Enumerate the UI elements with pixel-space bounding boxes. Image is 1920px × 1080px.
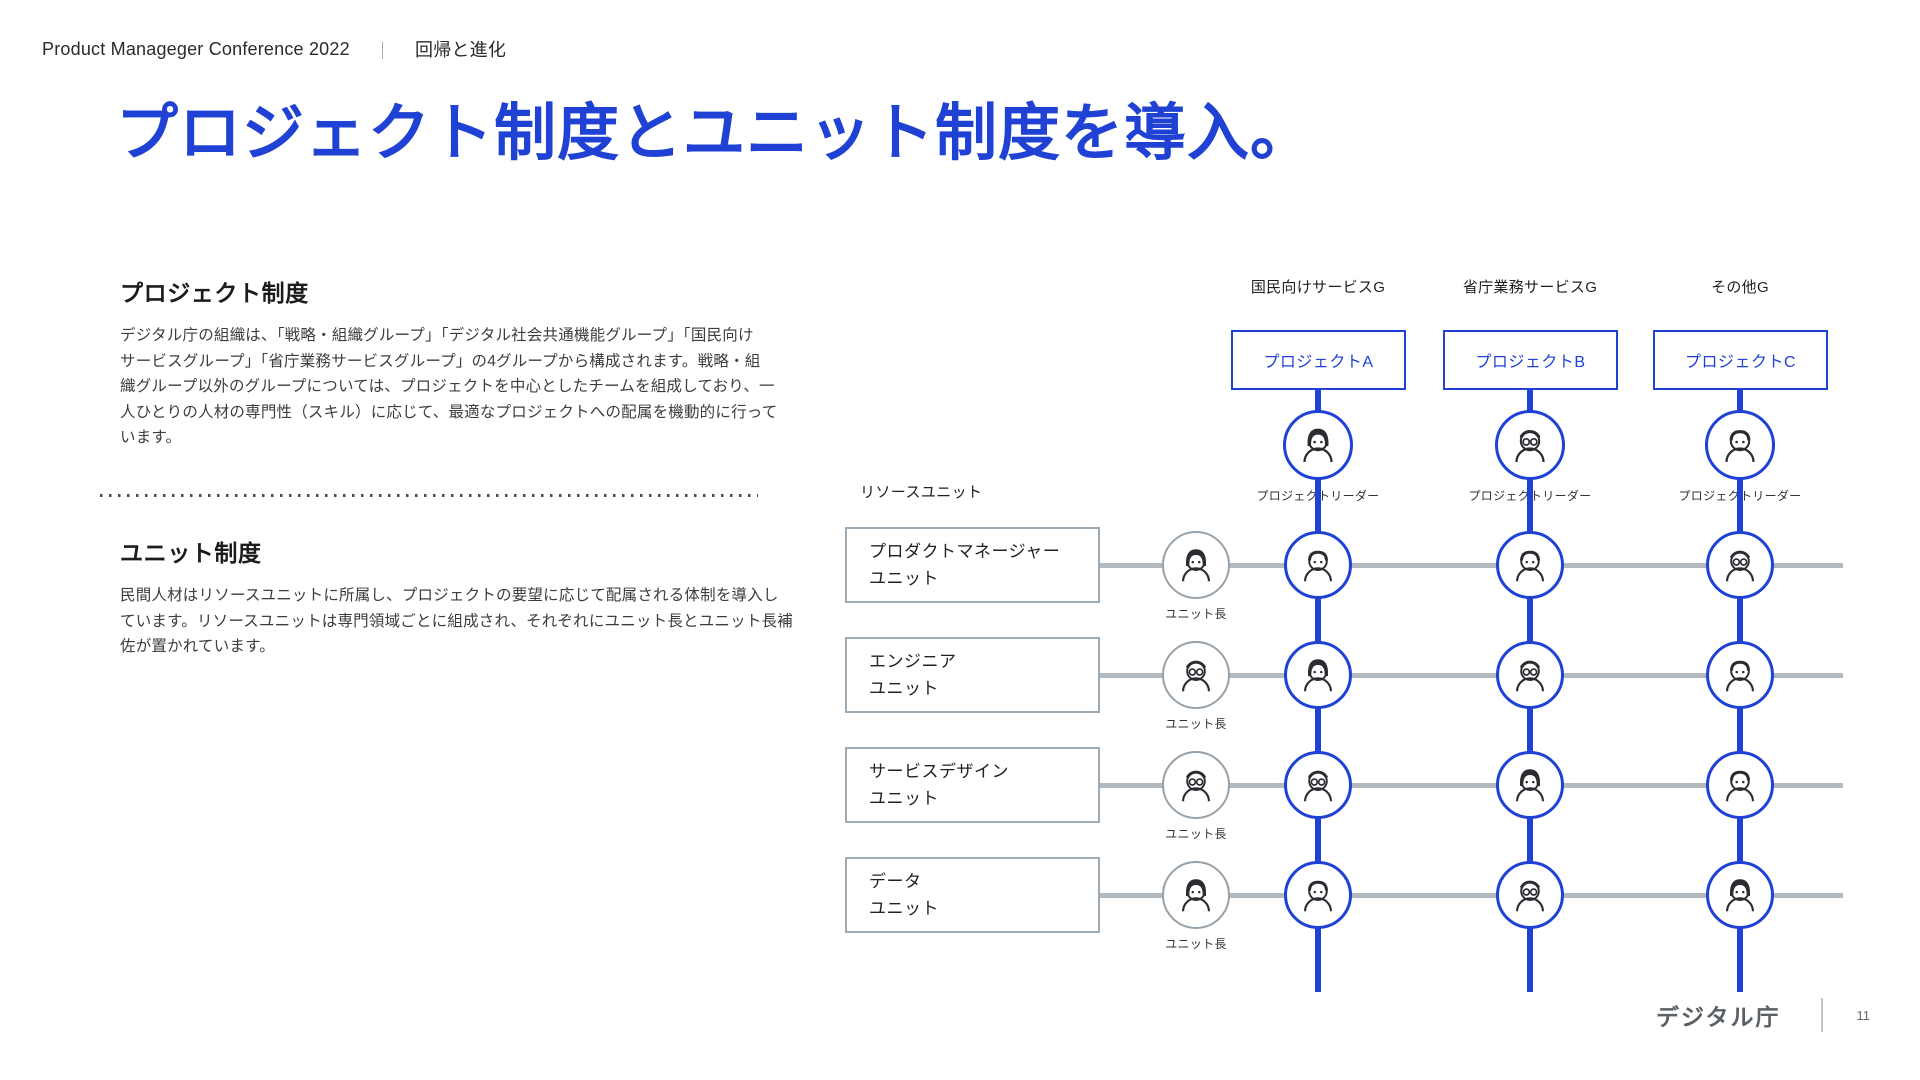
unit-name-line: ユニット (869, 569, 939, 588)
resource-unit-label: リソースユニット (860, 484, 983, 501)
leader-circle (1705, 410, 1775, 480)
page-number: 11 (1856, 1007, 1871, 1023)
project-box: プロジェクトC (1653, 330, 1828, 390)
person-bob-icon (1303, 428, 1333, 463)
conference-name: Product Manageger Conference 2022 (42, 38, 350, 59)
footer-separator (1820, 998, 1823, 1032)
header-separator: ｜ (373, 41, 392, 61)
section-body: デジタル庁の組織は、「戦略・組織グループ」「デジタル社会共通機能グループ」「国民… (120, 327, 778, 446)
group-header: 省庁業務サービスG (1462, 279, 1598, 296)
unit-head-label: ユニット長 (1165, 827, 1227, 841)
unit-name-line: ユニット (869, 899, 939, 918)
member-circle (1706, 751, 1774, 819)
section-unit-system: ユニット制度 民間人材はリソースユニットに所属し、プロジェクトの要望に応じて配属… (120, 534, 820, 660)
member-circle (1284, 641, 1352, 709)
unit-box: エンジニアユニット (845, 637, 1100, 713)
person-glasses-icon (1516, 880, 1544, 912)
group-header: その他G (1711, 279, 1769, 296)
slide-footer: デジタル庁 11 (1656, 998, 1870, 1032)
person-glasses-icon (1516, 660, 1544, 692)
section-project-system: プロジェクト制度 デジタル庁の組織は、「戦略・組織グループ」「デジタル社会共通機… (120, 274, 820, 451)
unit-head-label: ユニット長 (1165, 937, 1227, 951)
unit-box: データユニット (845, 857, 1100, 933)
member-circle (1284, 751, 1352, 819)
person-bob-icon (1304, 659, 1332, 692)
theme-name: 回帰と進化 (415, 40, 507, 60)
group-header: 国民向けサービスG (1250, 279, 1386, 296)
section-heading: プロジェクト制度 (120, 280, 309, 306)
person-glasses-icon (1182, 660, 1210, 692)
person-bob-icon (1182, 879, 1210, 912)
person-short-hair-icon (1304, 880, 1332, 912)
unit-head-circle (1162, 751, 1230, 819)
unit-head-circle (1162, 531, 1230, 599)
unit-head-label: ユニット長 (1165, 717, 1227, 731)
member-circle (1284, 531, 1352, 599)
member-circle (1496, 751, 1564, 819)
person-bob-icon (1516, 769, 1544, 802)
unit-box: プロダクトマネージャーユニット (845, 527, 1100, 603)
member-circle (1706, 531, 1774, 599)
person-short-hair-icon (1516, 550, 1544, 582)
person-glasses-icon (1726, 550, 1754, 582)
unit-box: サービスデザインユニット (845, 747, 1100, 823)
person-short-hair-icon (1725, 430, 1755, 463)
member-circle (1496, 641, 1564, 709)
leader-circle (1495, 410, 1565, 480)
member-circle (1284, 861, 1352, 929)
leader-circle (1283, 410, 1353, 480)
project-box: プロジェクトB (1443, 330, 1618, 390)
person-glasses-icon (1304, 770, 1332, 802)
unit-head-circle (1162, 641, 1230, 709)
unit-name-line: ユニット (869, 789, 939, 808)
person-glasses-icon (1515, 430, 1545, 463)
project-box: プロジェクトA (1231, 330, 1406, 390)
unit-name-line: ユニット (869, 679, 939, 698)
person-glasses-icon (1182, 770, 1210, 802)
person-bob-icon (1726, 879, 1754, 912)
grid-hline (1100, 782, 1843, 788)
person-bob-icon (1182, 549, 1210, 582)
member-circle (1706, 641, 1774, 709)
unit-name-line: サービスデザイン (869, 762, 1009, 781)
page-title: プロジェクト制度とユニット制度を導入。 (116, 99, 1314, 168)
member-circle (1706, 861, 1774, 929)
dotted-divider (100, 494, 758, 497)
person-short-hair-icon (1304, 550, 1332, 582)
section-heading: ユニット制度 (120, 540, 262, 566)
unit-name-line: データ (869, 872, 922, 891)
member-circle (1496, 861, 1564, 929)
person-short-hair-icon (1726, 770, 1754, 802)
member-circle (1496, 531, 1564, 599)
unit-name-line: プロダクトマネージャー (869, 542, 1061, 561)
unit-head-label: ユニット長 (1165, 607, 1227, 621)
person-short-hair-icon (1726, 660, 1754, 692)
grid-hline (1100, 892, 1843, 898)
unit-name-line: エンジニア (869, 652, 957, 671)
unit-head-circle (1162, 861, 1230, 929)
section-body: 民間人材はリソースユニットに所属し、プロジェクトの要望に応じて配属される体制を導… (120, 587, 793, 655)
slide-header: Product Manageger Conference 2022 ｜ 回帰と進… (42, 36, 506, 62)
agency-logo-text: デジタル庁 (1656, 1004, 1781, 1030)
grid-hline (1100, 672, 1843, 678)
grid-hline (1100, 562, 1843, 568)
